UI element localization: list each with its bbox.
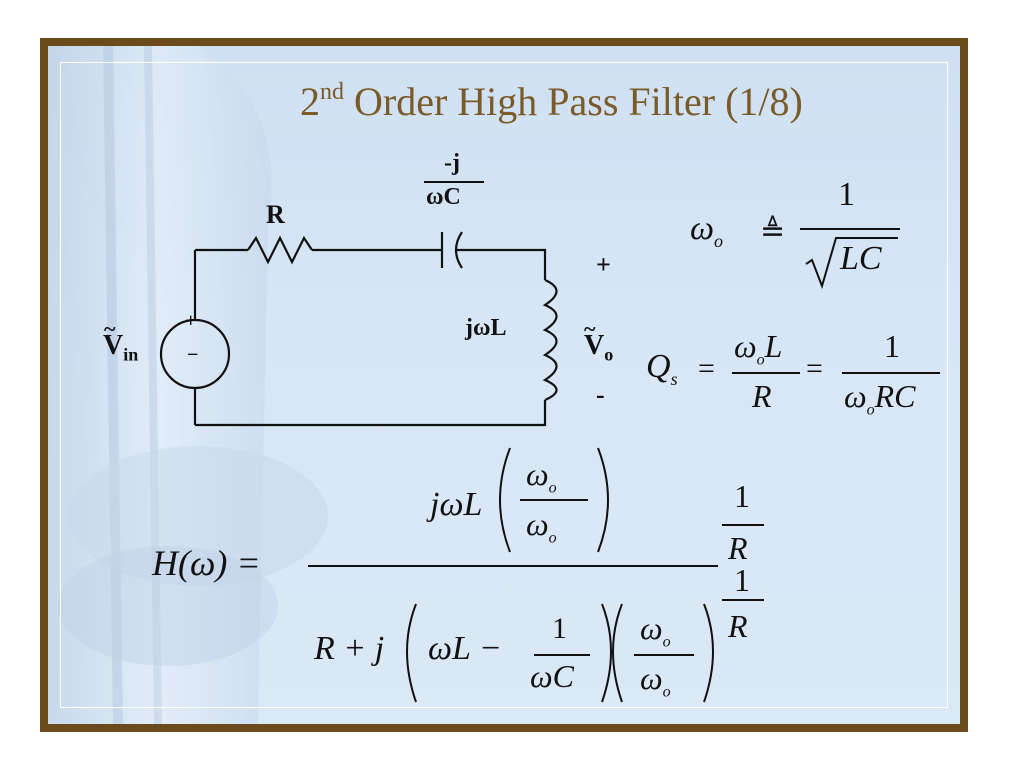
vo-minus: - xyxy=(596,380,605,409)
capacitor-fraction-bar xyxy=(424,181,484,183)
qs-frac1-numerator: ωoL xyxy=(734,328,783,369)
h-den-omega-o-top: ωo xyxy=(640,610,671,651)
omega-o-symbol: ωo xyxy=(690,210,724,251)
h-num-omega-o-bottom: ωo xyxy=(526,506,557,547)
sqrt-lc: LC xyxy=(840,240,882,277)
vo-tilde: ~ xyxy=(584,316,596,341)
h-den-omega-c: ωC xyxy=(530,658,574,694)
h-right-one-bottom: 1 xyxy=(734,562,750,598)
source-minus: − xyxy=(187,344,199,366)
qs-symbol: Qs xyxy=(646,348,678,389)
qs-equals-2: = xyxy=(806,352,823,385)
qs-equals-1: = xyxy=(698,352,715,385)
h-num-omega-o-top: ωo xyxy=(526,456,557,497)
capacitor-label-numerator: -j xyxy=(444,150,460,176)
h-right-one-top: 1 xyxy=(734,478,750,514)
defined-as-symbol: ≜ xyxy=(760,215,786,248)
vin-label: Vin xyxy=(103,330,139,365)
qs-frac1-bar xyxy=(732,372,800,374)
h-denominator-wl-minus: ωL − xyxy=(428,630,502,667)
slide-title: 2nd Order High Pass Filter (1/8) xyxy=(300,79,803,124)
slide-background xyxy=(48,46,960,724)
vo-plus: + xyxy=(596,250,611,279)
h-right-r-top: R xyxy=(728,530,748,566)
inductor-label: jωL xyxy=(465,315,507,341)
column-decoration xyxy=(48,46,328,724)
h-omega-lhs: H(ω) = xyxy=(152,543,261,583)
qs-frac2-bar xyxy=(842,372,940,374)
h-right-r-bottom: R xyxy=(728,608,748,644)
h-den-one: 1 xyxy=(552,612,567,645)
qs-frac1-denominator: R xyxy=(752,378,772,414)
vo-label: Vo xyxy=(584,330,614,365)
omega-o-numerator: 1 xyxy=(838,176,855,213)
h-numerator-jwl: jωL xyxy=(430,486,483,523)
h-denominator-r-plus-j: R + j xyxy=(314,630,385,667)
capacitor-label-denominator: ωC xyxy=(426,184,461,210)
h-den-omega-o-bottom: ωo xyxy=(640,660,671,701)
vin-tilde: ~ xyxy=(104,316,116,341)
resistor-label: R xyxy=(266,200,285,229)
source-plus: + xyxy=(185,310,197,332)
qs-frac2-denominator: ωoRC xyxy=(844,378,916,419)
omega-o-fraction-bar xyxy=(800,228,900,230)
slide-inner-border xyxy=(60,62,948,708)
qs-frac2-numerator: 1 xyxy=(884,328,900,364)
